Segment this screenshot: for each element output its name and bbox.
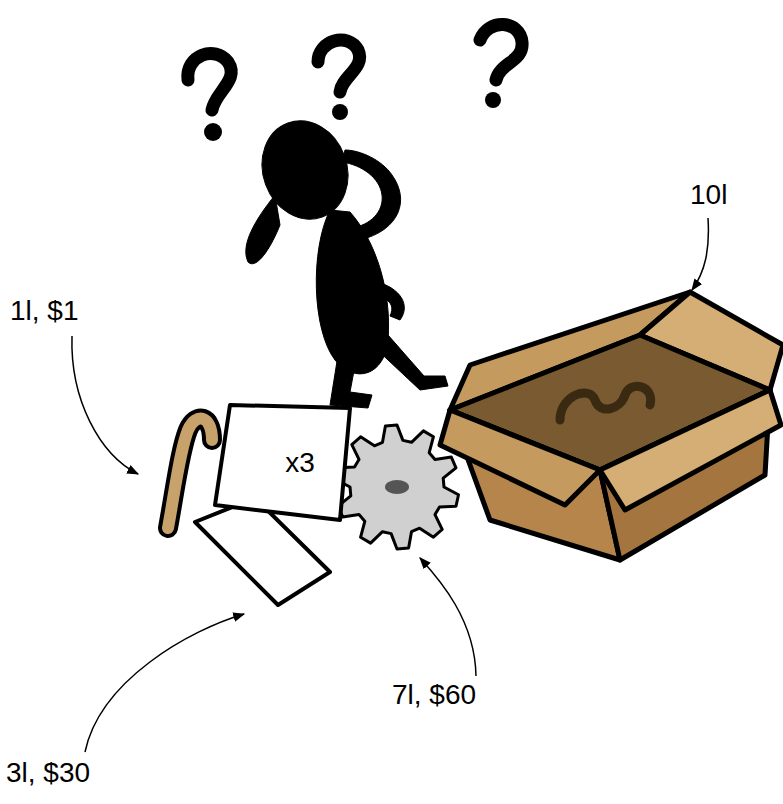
item-label: 3l, $30 [6,758,90,789]
question-dots [204,92,501,141]
item-label: 7l, $60 [392,680,476,711]
thinking-figure [246,109,448,408]
item-label: 1l, $1 [10,296,79,327]
paper-item: x3 [213,403,353,523]
leader-lines [72,218,709,752]
count-label: x3 [285,448,315,479]
gear-item [336,425,459,549]
cane-item [168,419,212,528]
item-label: 10l [690,180,727,211]
paper-outline [213,403,353,523]
cardboard-box [440,292,783,560]
question-marks [188,24,522,110]
